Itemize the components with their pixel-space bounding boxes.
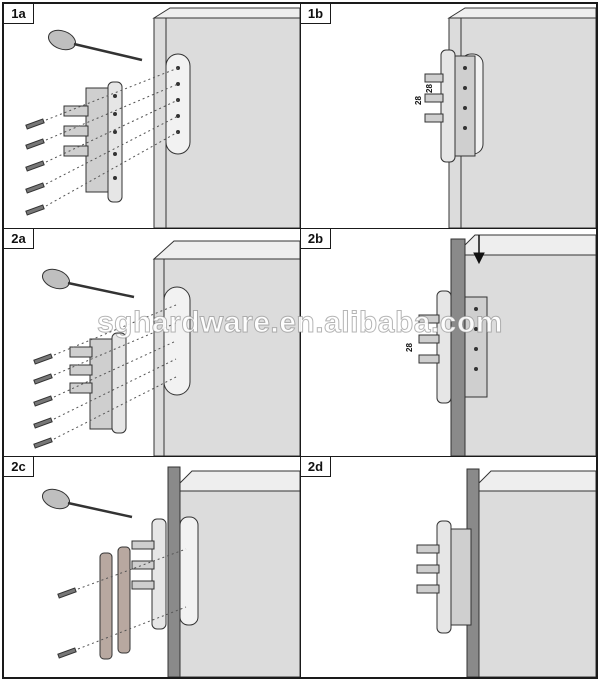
grid-divider-vertical	[300, 4, 301, 677]
panel-1b-illustration	[424, 7, 596, 228]
door-frame-icon	[450, 234, 596, 456]
panel-1a: 1a	[4, 4, 300, 228]
screw-icon	[57, 587, 77, 659]
arrow-down-icon	[473, 235, 485, 265]
dimension-label: 28	[413, 96, 423, 105]
screw-icon	[25, 118, 45, 216]
panel-1a-illustration	[25, 7, 300, 228]
grid-divider-row2	[4, 456, 596, 457]
dimension-label: 28	[404, 343, 414, 352]
door-frame-icon	[466, 468, 596, 677]
dimension-label: 28	[424, 84, 434, 93]
panel-2c: 2c	[4, 457, 300, 677]
screwdriver-icon	[41, 488, 133, 519]
grid-divider-row1	[4, 228, 596, 229]
panel-2b: 2b 28	[301, 229, 596, 456]
panel-2a: 2a	[4, 229, 300, 456]
door-frame-icon	[152, 240, 300, 456]
hinge-icon	[63, 81, 123, 203]
screwdriver-icon	[41, 268, 135, 299]
hinge-icon	[424, 49, 476, 163]
step-label: 1a	[4, 4, 34, 24]
hinge-icon	[69, 332, 127, 434]
panel-2d-illustration	[416, 468, 596, 677]
hinge-icon	[416, 520, 472, 634]
panel-2a-illustration	[33, 240, 300, 456]
panel-2d: 2d	[301, 457, 596, 677]
hinge-icon	[99, 518, 167, 660]
panel-2b-illustration	[418, 234, 596, 456]
screw-icon	[33, 353, 53, 449]
hinge-icon	[418, 290, 488, 404]
screwdriver-icon	[47, 29, 143, 62]
step-label: 2c	[4, 457, 34, 477]
step-label: 2b	[301, 229, 331, 249]
panel-1b: 1b 28 28	[301, 4, 596, 228]
door-frame-icon	[152, 7, 300, 228]
step-label: 2a	[4, 229, 34, 249]
step-label: 1b	[301, 4, 331, 24]
step-label: 2d	[301, 457, 331, 477]
door-frame-icon	[167, 466, 300, 677]
panel-2c-illustration	[41, 466, 300, 677]
